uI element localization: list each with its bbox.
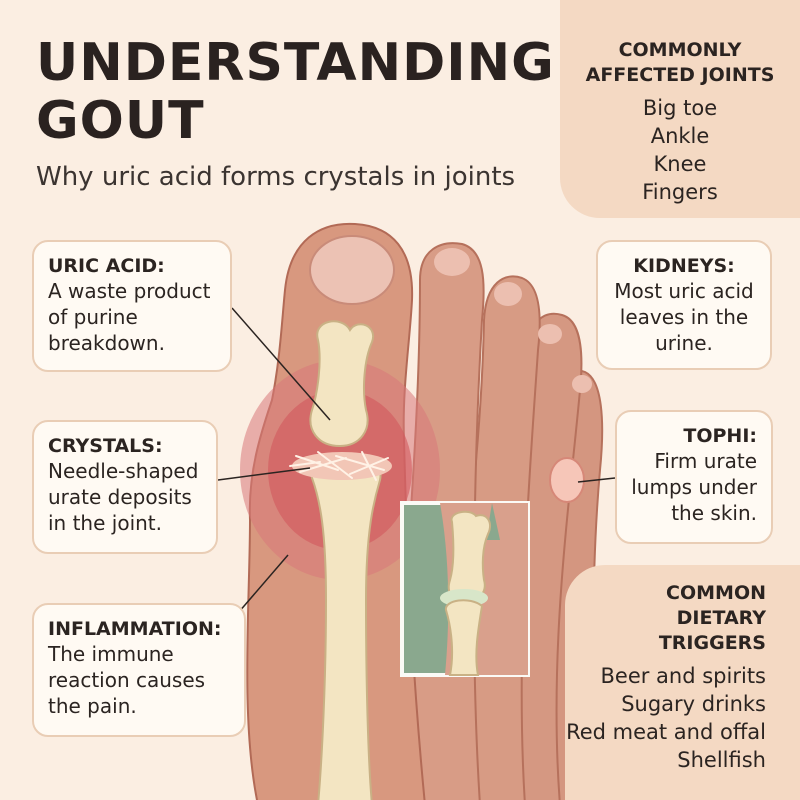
page-title: UNDERSTANDING GOUT <box>36 33 555 151</box>
big-toenail <box>309 235 395 305</box>
affected-joints-heading-line-2: AFFECTED JOINTS <box>585 64 775 86</box>
crystals-heading: CRYSTALS: <box>48 435 163 457</box>
tophi-text-line: Firm urate <box>654 449 757 473</box>
tophi-text-line: the skin. <box>671 501 757 525</box>
tophus-lump <box>549 457 585 503</box>
affected-joints-heading: COMMONLY AFFECTED JOINTS <box>560 38 800 88</box>
crystals-text-line: Needle-shaped <box>48 459 199 483</box>
joint-item: Ankle <box>650 124 710 148</box>
joint-item: Fingers <box>642 180 718 204</box>
inflammation-heading: INFLAMMATION: <box>48 618 222 640</box>
uric-acid-heading: URIC ACID: <box>48 255 165 277</box>
tophi-text-line: lumps under <box>631 475 757 499</box>
leader-tophi <box>577 477 616 483</box>
uric-acid-text-line: of purine <box>48 305 138 329</box>
kidneys-heading: KIDNEYS: <box>633 255 735 277</box>
dietary-triggers-panel: COMMON DIETARY TRIGGERS Beer and spirits… <box>565 565 800 800</box>
tophi-callout: TOPHI: Firm urate lumps under the skin. <box>615 410 773 544</box>
dietary-triggers-heading-line-2: DIETARY <box>676 607 766 629</box>
leader-crystals <box>217 467 311 481</box>
inflammation-callout: INFLAMMATION: The immune reaction causes… <box>32 603 246 737</box>
inflammation-text-line: The immune <box>48 642 174 666</box>
inflammation-text-line: reaction causes <box>48 668 206 692</box>
xray-bone-upper <box>447 510 492 604</box>
inflammation-text-line: the pain. <box>48 694 137 718</box>
affected-joints-panel: COMMONLY AFFECTED JOINTS Big toe Ankle K… <box>560 0 800 218</box>
leader-uric-acid <box>231 307 331 421</box>
kidneys-callout: KIDNEYS: Most uric acid leaves in the ur… <box>596 240 772 370</box>
joint-space <box>292 452 392 480</box>
kidneys-text-line: Most uric acid <box>614 279 754 303</box>
toe-phalanx-bone <box>309 320 375 448</box>
trigger-item: Sugary drinks <box>621 692 766 716</box>
toenail-fourth <box>538 324 562 344</box>
trigger-item: Shellfish <box>677 748 766 772</box>
dietary-triggers-heading: COMMON DIETARY TRIGGERS <box>565 581 766 656</box>
kidneys-text-line: urine. <box>655 331 713 355</box>
xray-inset <box>400 501 530 677</box>
crystals-text-line: in the joint. <box>48 511 162 535</box>
dietary-triggers-heading-line-1: COMMON <box>666 582 766 604</box>
toenail-second <box>434 248 470 276</box>
urate-crystals <box>289 451 389 481</box>
page-subtitle: Why uric acid forms crystals in joints <box>36 162 516 192</box>
joint-item: Big toe <box>642 96 718 120</box>
uric-acid-text-line: A waste product <box>48 279 211 303</box>
affected-joints-heading-line-1: COMMONLY <box>618 39 742 61</box>
trigger-item: Beer and spirits <box>600 664 767 688</box>
toenail-third <box>494 282 522 306</box>
xray-bone-lower <box>445 599 484 676</box>
crystals-callout: CRYSTALS: Needle-shaped urate deposits i… <box>32 420 218 554</box>
kidneys-text-line: leaves in the <box>619 305 749 329</box>
toenail-fifth <box>572 375 592 393</box>
crystals-text-line: urate deposits <box>48 485 192 509</box>
uric-acid-callout: URIC ACID: A waste product of purine bre… <box>32 240 232 372</box>
trigger-item: Red meat and offal <box>566 720 766 744</box>
tophi-heading: TOPHI: <box>683 425 757 447</box>
joint-item: Knee <box>653 152 707 176</box>
uric-acid-text-line: breakdown. <box>48 331 165 355</box>
dietary-triggers-heading-line-3: TRIGGERS <box>658 632 766 654</box>
